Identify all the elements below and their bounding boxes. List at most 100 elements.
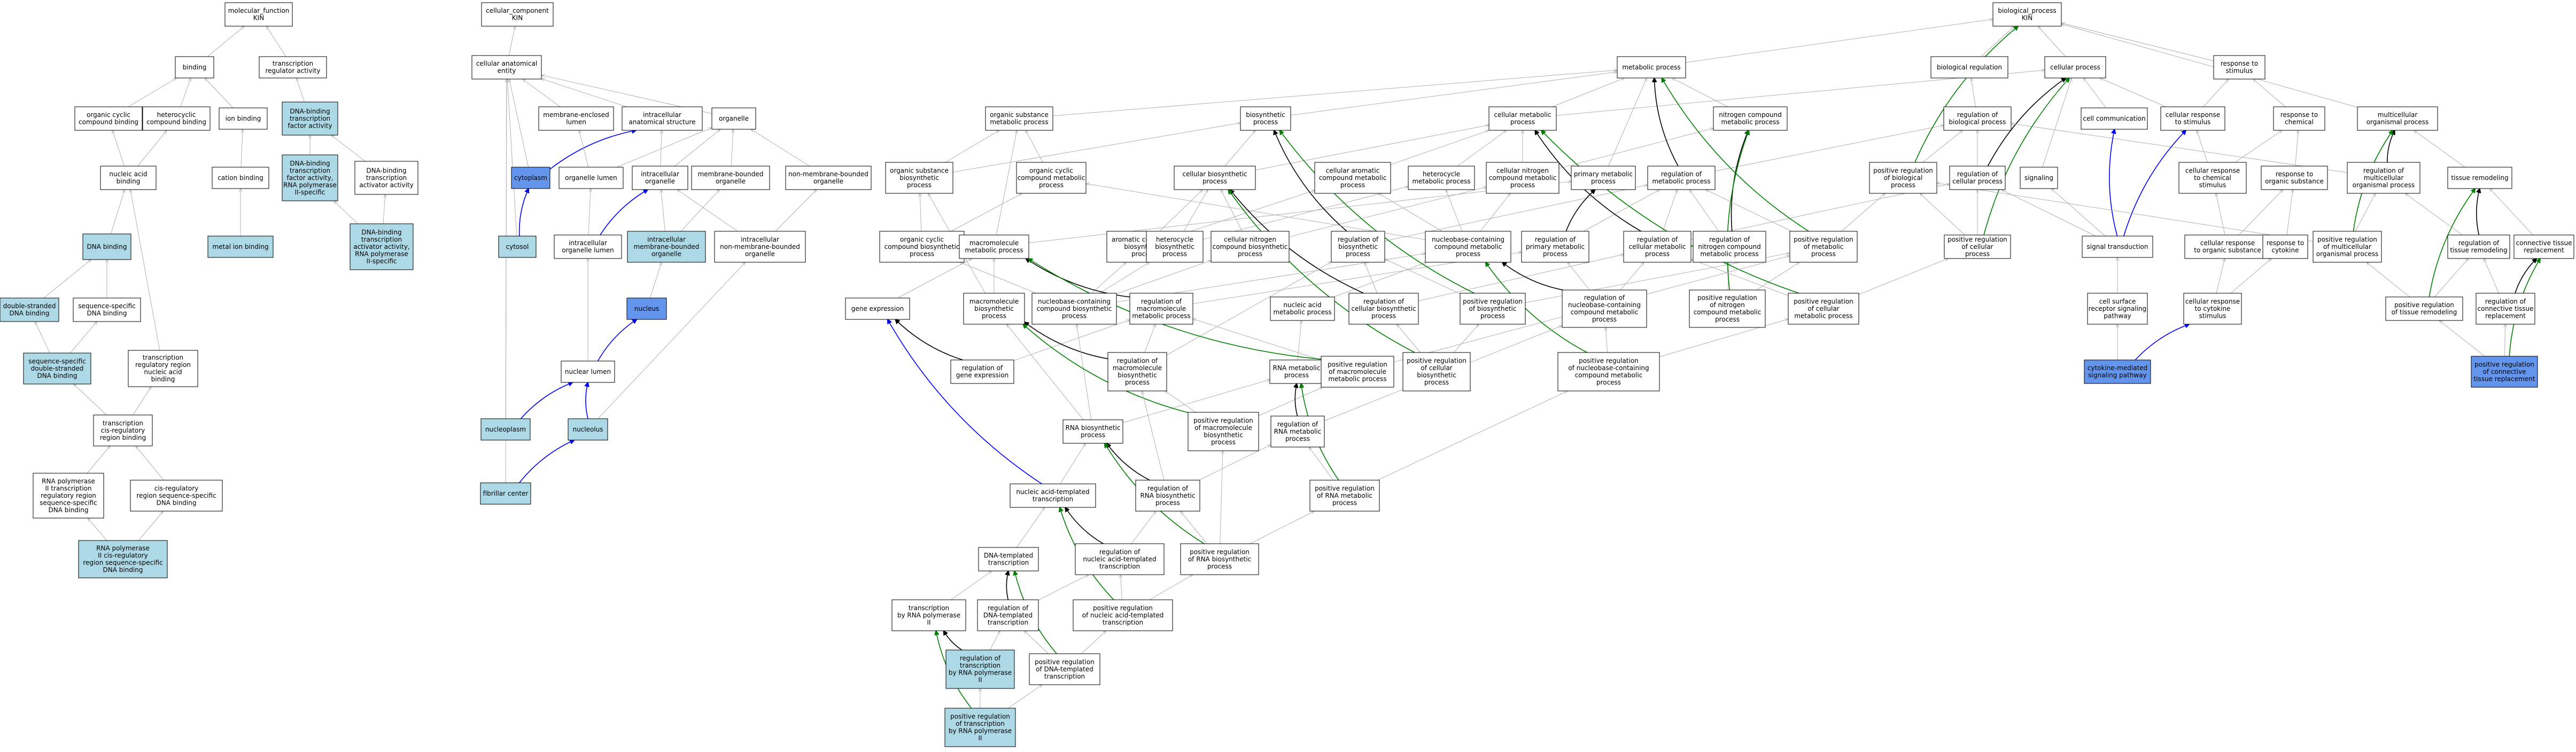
node-box[interactable] <box>963 293 1025 325</box>
node-box[interactable] <box>1930 56 2008 79</box>
node-box[interactable] <box>1073 599 1173 631</box>
node-box[interactable] <box>354 161 418 195</box>
node-nl[interactable]: nuclear lumen <box>561 361 615 383</box>
node-box[interactable] <box>2082 236 2153 258</box>
node-box[interactable] <box>1486 162 1559 194</box>
node-box[interactable] <box>1402 352 1471 391</box>
node-box[interactable] <box>1314 162 1391 194</box>
node-box[interactable] <box>212 167 269 189</box>
node-box[interactable] <box>785 166 872 190</box>
node-box[interactable] <box>282 101 338 136</box>
node-box[interactable] <box>1016 162 1087 194</box>
node-box[interactable] <box>1521 231 1589 263</box>
node-box[interactable] <box>1713 106 1788 131</box>
node-box[interactable] <box>2273 106 2325 131</box>
node-box[interactable] <box>259 56 327 79</box>
node-box[interactable] <box>1348 293 1419 325</box>
node-box[interactable] <box>2313 231 2382 263</box>
node-tr[interactable]: tissue remodeling <box>2447 167 2512 189</box>
node-box[interactable] <box>93 414 153 446</box>
node-box[interactable] <box>0 297 59 322</box>
node-ol[interactable]: organelle lumen <box>558 167 624 189</box>
node-box[interactable] <box>2447 167 2512 189</box>
node-rmbsp[interactable]: regulation ofmacromoleculebiosyntheticpr… <box>1107 352 1167 391</box>
node-box[interactable] <box>2020 167 2058 189</box>
node-box[interactable] <box>714 231 806 263</box>
node-box[interactable] <box>558 167 624 189</box>
node-box[interactable] <box>207 236 274 258</box>
node-box[interactable] <box>2513 234 2574 259</box>
node-box[interactable] <box>100 166 157 190</box>
node-box[interactable] <box>1129 293 1193 325</box>
node-box[interactable] <box>82 233 131 260</box>
node-box[interactable] <box>471 55 542 80</box>
node-fc[interactable]: fibrillar center <box>480 482 531 505</box>
node-box[interactable] <box>2471 356 2538 388</box>
node-box[interactable] <box>2178 162 2247 194</box>
node-box[interactable] <box>282 154 338 201</box>
node-box[interactable] <box>845 297 910 320</box>
node-box[interactable] <box>978 547 1039 571</box>
node-box[interactable] <box>2087 293 2148 325</box>
node-box[interactable] <box>1562 289 1647 328</box>
node-box[interactable] <box>2081 107 2148 130</box>
node-box[interactable] <box>2084 359 2151 384</box>
node-box[interactable] <box>879 231 965 263</box>
node-box[interactable] <box>1075 543 1165 575</box>
node-box[interactable] <box>944 708 1016 747</box>
node-box[interactable] <box>74 106 143 131</box>
node-box[interactable] <box>78 540 168 578</box>
node-box[interactable] <box>33 473 104 519</box>
node-box[interactable] <box>2347 162 2420 194</box>
node-box[interactable] <box>891 599 966 631</box>
node-ionb[interactable]: ion binding <box>219 107 268 130</box>
node-box[interactable] <box>2261 166 2328 190</box>
node-box[interactable] <box>950 359 1014 384</box>
node-box[interactable] <box>691 166 770 190</box>
node-box[interactable] <box>219 107 268 130</box>
node-box[interactable] <box>959 234 1029 259</box>
node-box[interactable] <box>1869 162 1937 194</box>
